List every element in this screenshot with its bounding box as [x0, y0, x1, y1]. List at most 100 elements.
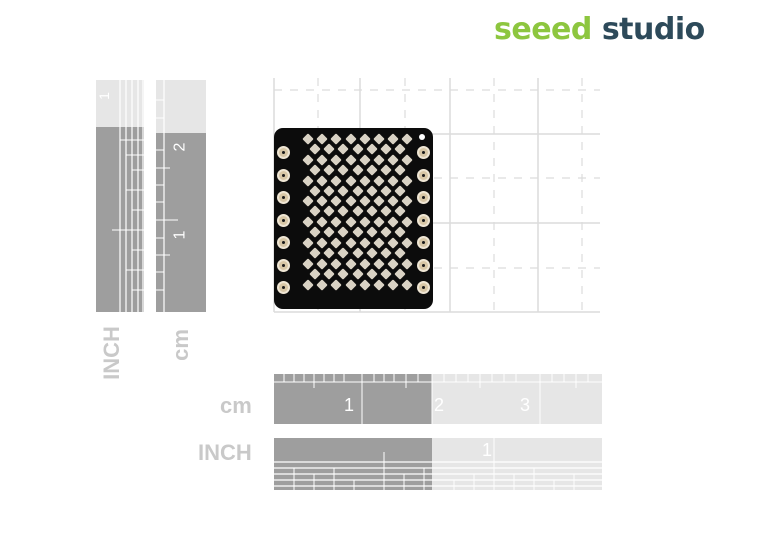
- led: [359, 133, 371, 145]
- led: [302, 174, 314, 187]
- led: [394, 247, 406, 259]
- led: [351, 226, 364, 238]
- led: [302, 237, 314, 249]
- led: [394, 143, 406, 155]
- led: [330, 154, 343, 166]
- led: [351, 143, 364, 155]
- edge-pad: [417, 191, 430, 204]
- led: [387, 258, 399, 270]
- led: [373, 195, 385, 208]
- led: [351, 164, 364, 176]
- vertical-cm-label: cm: [168, 329, 193, 361]
- led: [380, 164, 392, 176]
- led: [366, 143, 378, 155]
- vertical-cm-tick-1: 1: [171, 230, 189, 240]
- led: [387, 174, 399, 187]
- led: [316, 195, 328, 208]
- led: [344, 133, 357, 145]
- led: [373, 154, 385, 166]
- logo-seeed: seeed: [494, 12, 592, 47]
- led: [359, 216, 371, 228]
- led: [337, 247, 350, 259]
- led: [394, 268, 406, 280]
- edge-pad: [417, 213, 430, 227]
- led: [373, 133, 385, 145]
- led: [330, 237, 343, 249]
- led: [373, 237, 385, 249]
- horizontal-cm-tick-3: 3: [520, 395, 531, 415]
- led: [309, 268, 321, 280]
- led: [344, 154, 357, 166]
- led: [401, 237, 414, 249]
- led: [387, 237, 399, 249]
- edge-pad: [417, 258, 430, 272]
- horizontal-inch-label: INCH: [198, 440, 252, 465]
- led: [394, 184, 406, 197]
- horizontal-inch-ruler: [274, 438, 602, 490]
- led: [316, 258, 328, 270]
- led: [337, 164, 350, 176]
- led: [351, 184, 364, 197]
- led: [344, 195, 357, 208]
- led: [380, 184, 392, 197]
- led: [309, 205, 321, 218]
- led: [373, 258, 385, 270]
- led: [302, 258, 314, 270]
- led: [380, 247, 392, 259]
- led: [387, 195, 399, 208]
- led: [401, 174, 414, 187]
- led-matrix-board: [274, 128, 433, 309]
- led: [309, 164, 321, 176]
- led: [351, 247, 364, 259]
- horizontal-inch-tick-1: 1: [482, 440, 493, 460]
- led: [337, 226, 350, 238]
- mounting-hole: [419, 134, 425, 140]
- edge-pad: [277, 146, 290, 159]
- led: [330, 174, 343, 187]
- led: [302, 216, 314, 228]
- led: [344, 278, 357, 291]
- led: [380, 143, 392, 155]
- led: [359, 278, 371, 291]
- led: [394, 205, 406, 218]
- led: [344, 258, 357, 270]
- led: [302, 195, 314, 208]
- edge-pad: [417, 168, 430, 182]
- led: [323, 164, 335, 176]
- led: [366, 205, 378, 218]
- led: [387, 133, 399, 145]
- led: [401, 133, 414, 145]
- led: [380, 226, 392, 238]
- led: [330, 258, 343, 270]
- led: [337, 205, 350, 218]
- led: [337, 268, 350, 280]
- led: [366, 184, 378, 197]
- led: [323, 226, 335, 238]
- led: [337, 143, 350, 155]
- logo-studio: studio: [591, 12, 705, 47]
- led: [344, 174, 357, 187]
- led: [373, 174, 385, 187]
- vertical-cm-tick-2: 2: [171, 142, 189, 152]
- led: [316, 133, 328, 145]
- led: [323, 247, 335, 259]
- led: [309, 247, 321, 259]
- led: [401, 216, 414, 228]
- led: [359, 174, 371, 187]
- led: [323, 205, 335, 218]
- led: [316, 278, 328, 291]
- led: [316, 216, 328, 228]
- led: [323, 184, 335, 197]
- led: [380, 205, 392, 218]
- seeed-studio-logo: seeed studio: [494, 12, 705, 48]
- led: [366, 247, 378, 259]
- vertical-inch-tick-label: 1: [95, 92, 112, 100]
- led: [401, 195, 414, 208]
- led: [366, 164, 378, 176]
- edge-pad: [417, 236, 430, 249]
- led: [316, 154, 328, 166]
- led: [401, 154, 414, 166]
- horizontal-cm-label: cm: [220, 393, 252, 418]
- led: [309, 226, 321, 238]
- horizontal-cm-ruler: [274, 374, 602, 424]
